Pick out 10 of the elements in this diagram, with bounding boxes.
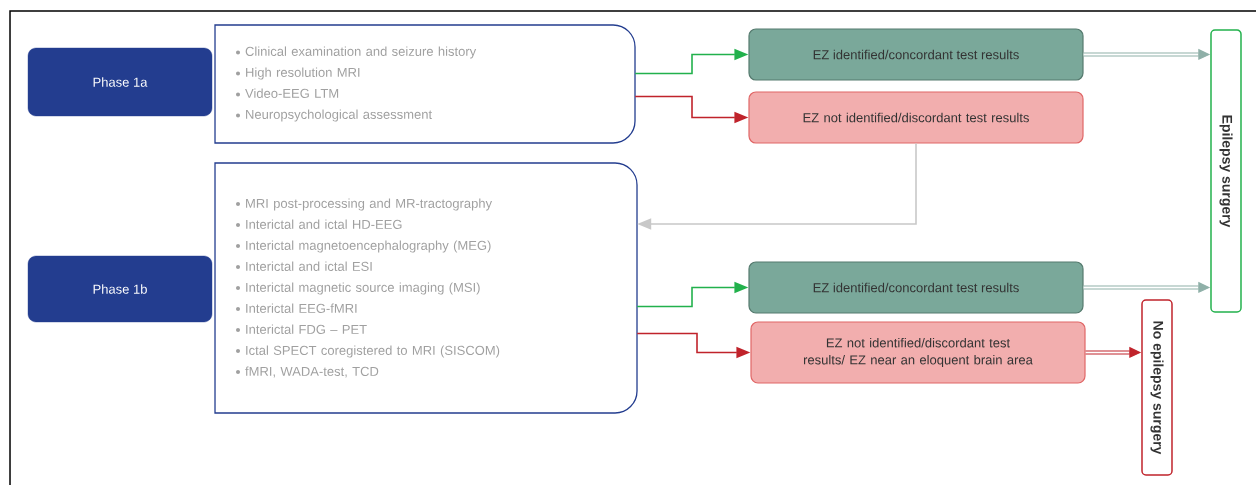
result-box: EZ identified/concordant test results: [748, 261, 1084, 314]
result-box: EZ not identified/discordant test results/ EZ near an eloquent brain area: [750, 321, 1086, 384]
phase-box: Phase 1b: [27, 255, 213, 323]
result-box: EZ identified/concordant test results: [748, 28, 1084, 81]
test-list-box: MRI post-processing and MR-tractography Interictal and ictal HD-EEG Interictal magnetoencephalography (MEG) Interictal and ictal ESI Interictal magnetic source imaging (MSI) Interictal EEG-fMRI Interictal FDG – PET Ictal SPECT coregistered to MRI (SISCOM) fMRI, WADA-test, TCD: [214, 162, 638, 414]
outcome-box: No epilepsy surgery: [1141, 299, 1173, 476]
result-box: EZ not identified/discordant test results: [748, 91, 1084, 144]
outcome-box: Epilepsy surgery: [1210, 29, 1242, 313]
test-list-box: Clinical examination and seizure history High resolution MRI Video-EEG LTM Neuropsychological assessment: [214, 24, 636, 144]
phase-box: Phase 1a: [27, 47, 213, 117]
